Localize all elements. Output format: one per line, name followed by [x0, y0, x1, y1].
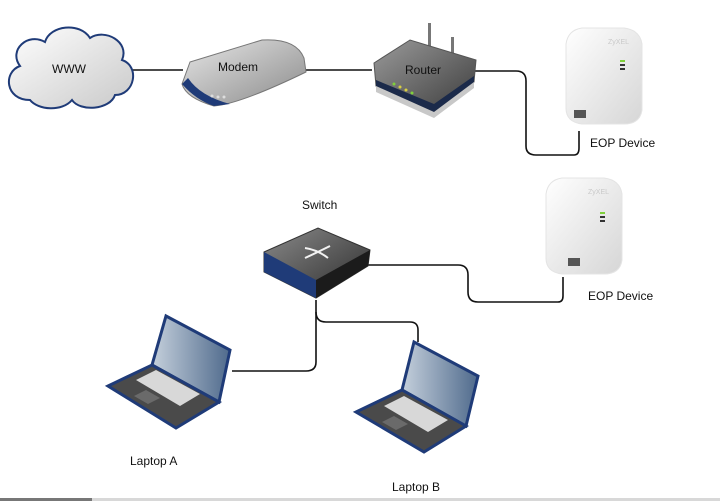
router-label: Router — [405, 63, 442, 77]
modem-icon — [181, 39, 307, 107]
connections — [132, 69, 580, 372]
eop-device-2-label: EOP Device — [588, 289, 654, 303]
laptop-b-label: Laptop B — [392, 480, 441, 494]
switch-icon — [263, 227, 371, 299]
cloud-icon — [7, 26, 135, 110]
eop-device-1-icon: ZyXEL — [565, 27, 643, 125]
modem-label: Modem — [218, 60, 259, 74]
router-icon — [373, 23, 477, 118]
edge-switch-laptopB — [315, 311, 419, 342]
laptop-a-icon — [104, 313, 232, 430]
edge-switch-eop2 — [368, 264, 564, 303]
eop-device-2-icon: ZyXEL — [545, 177, 623, 275]
eop-2-brand: ZyXEL — [588, 189, 609, 196]
laptop-a-label: Laptop A — [130, 454, 178, 468]
eop-device-1-label: EOP Device — [590, 136, 656, 150]
www-label: WWW — [52, 62, 86, 76]
edge-router-eop1 — [474, 70, 580, 156]
edge-switch-laptopA — [232, 300, 317, 372]
bottom-border — [0, 498, 720, 501]
laptop-b-icon — [352, 339, 480, 454]
eop-1-brand: ZyXEL — [608, 39, 629, 46]
switch-label: Switch — [302, 198, 338, 212]
